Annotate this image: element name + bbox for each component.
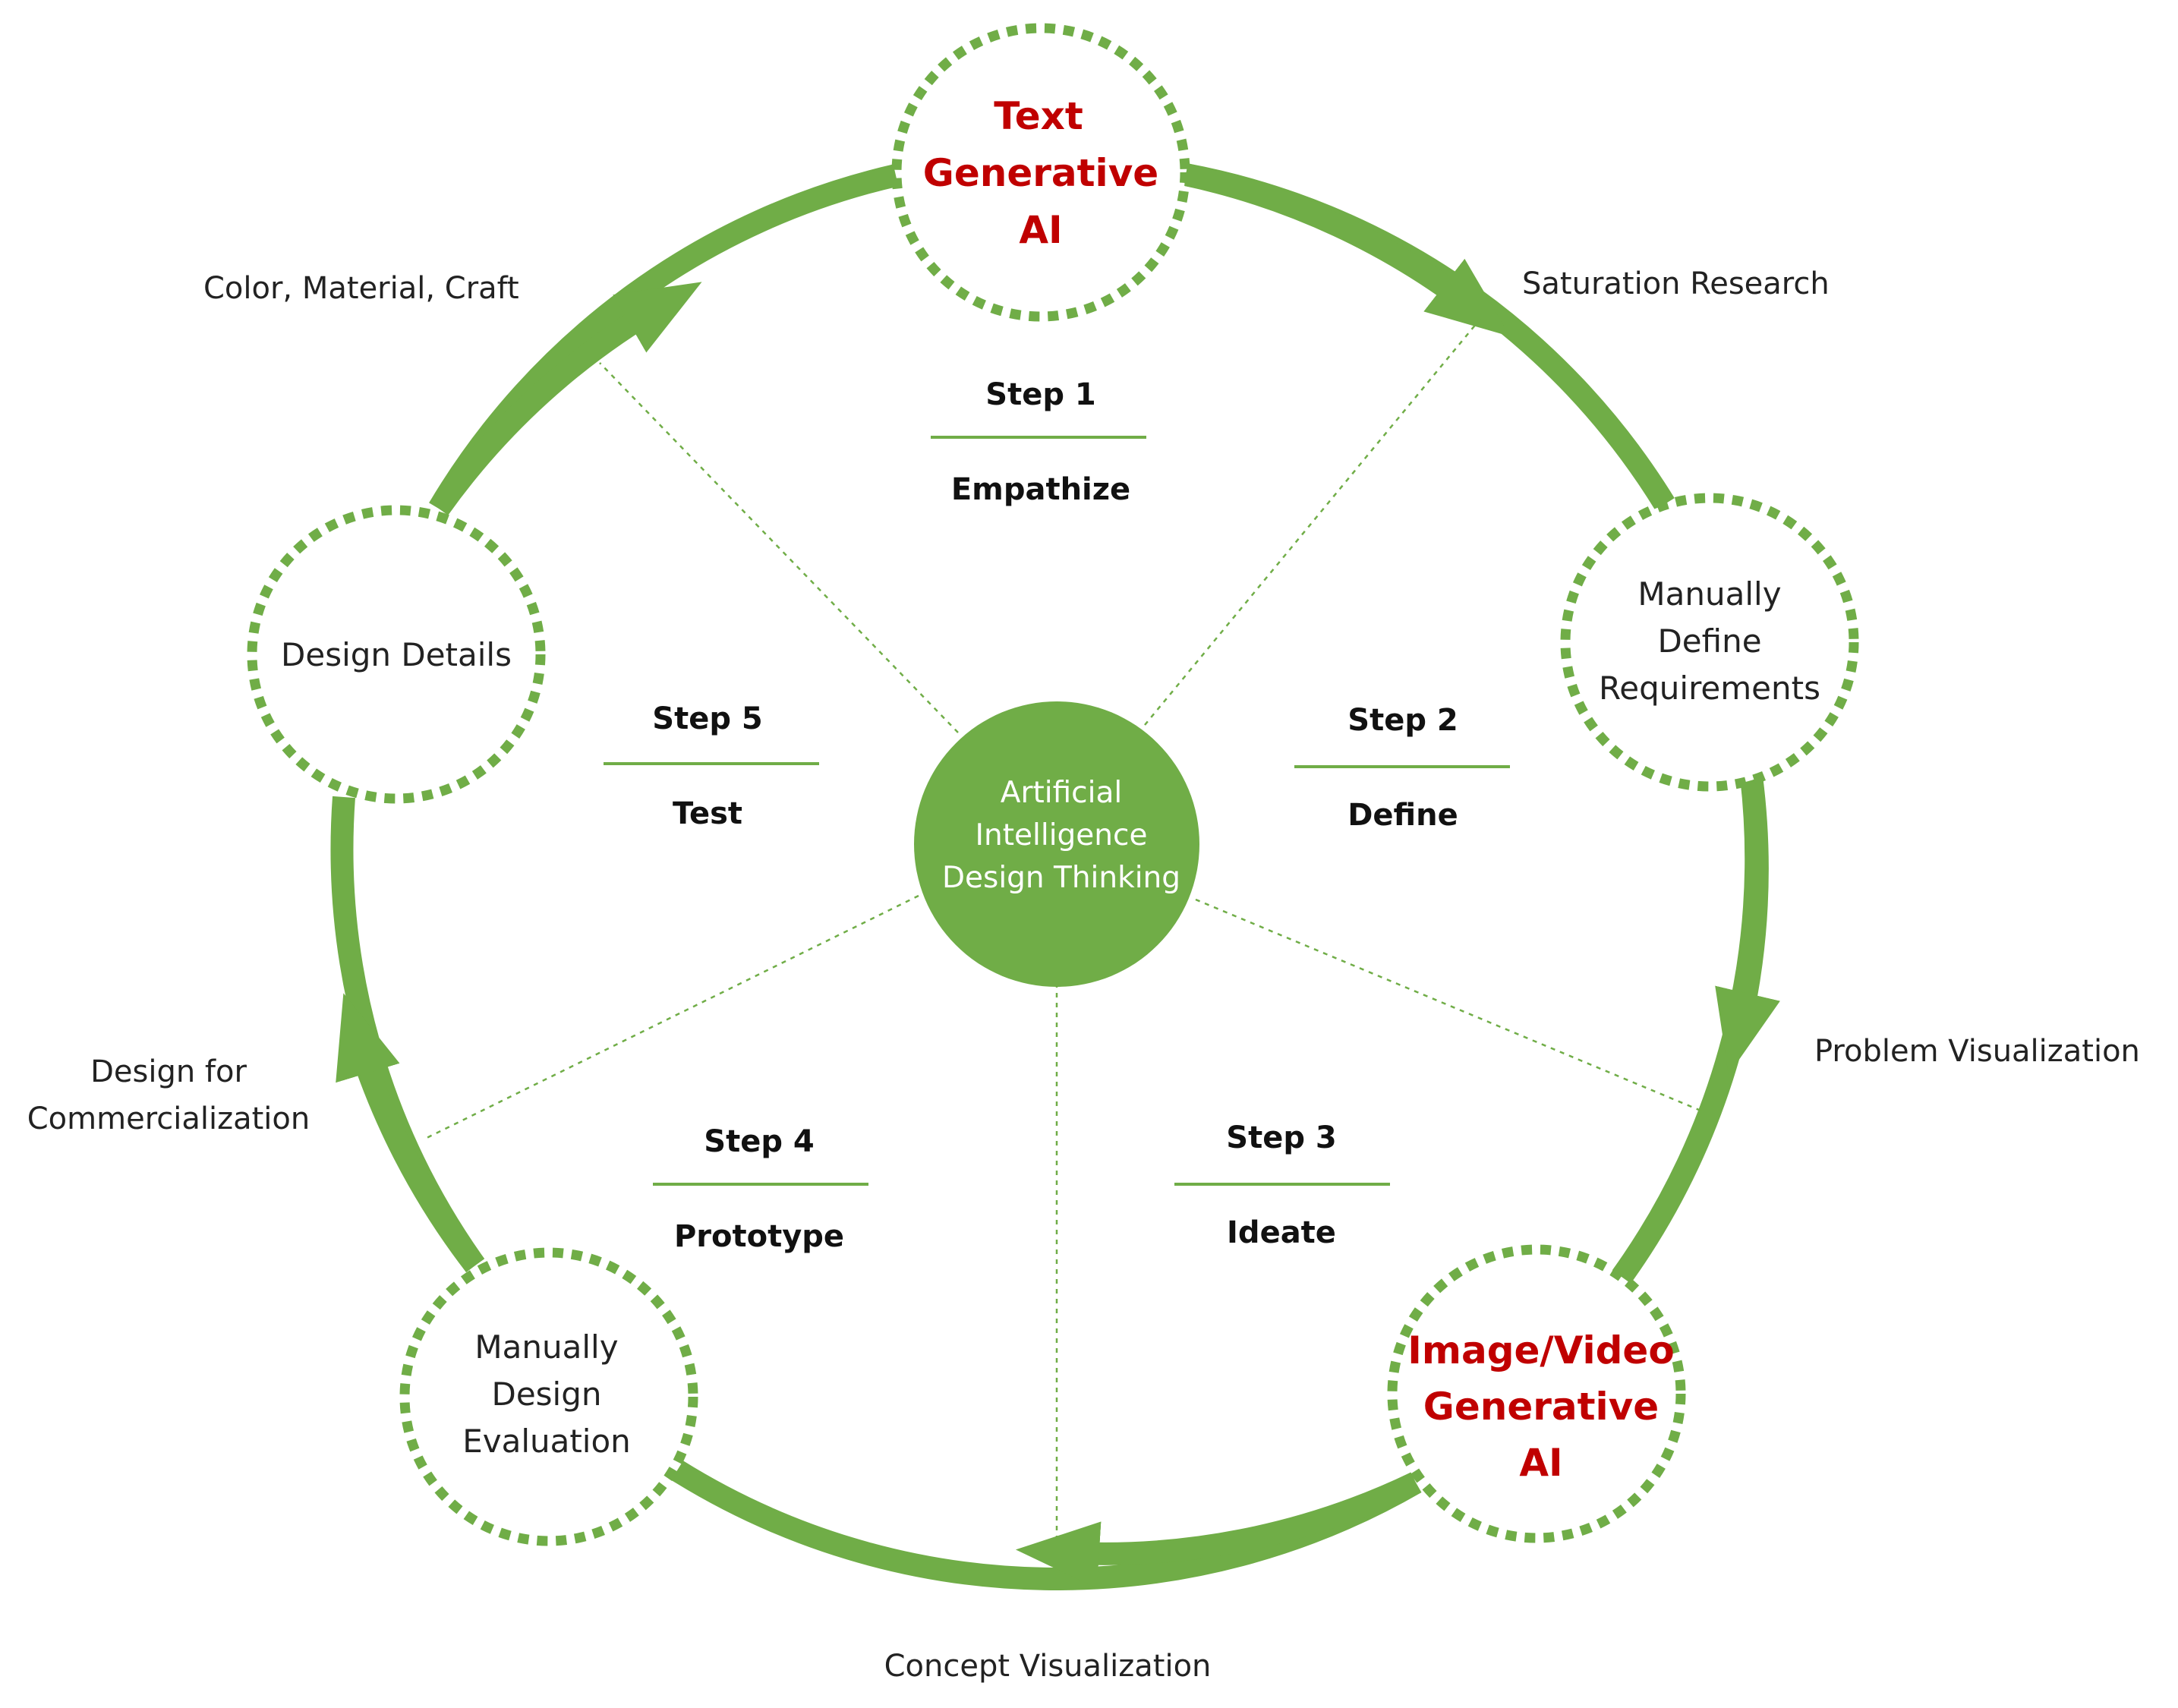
step-4-number: Step 4 (704, 1124, 814, 1159)
hub-line-1: Artificial (1001, 776, 1122, 810)
label-saturation-research: Saturation Research (1522, 266, 1830, 301)
spoke-top-right (1144, 318, 1481, 726)
step-1-name: Empathize (951, 472, 1130, 507)
node-manually-design-evaluation-label: Manually Design Evaluation (462, 1328, 631, 1460)
arc-evaluation-to-details (330, 796, 485, 1272)
node-text-gen-ai-label: Text Generative AI (923, 94, 1158, 252)
hub-line-2: Intelligence (976, 818, 1148, 852)
node-image-video-gen-ai-label: Image/Video Generative AI (1407, 1328, 1674, 1485)
node-image-ai-line-1: Image/Video (1407, 1328, 1674, 1372)
step-4-name: Prototype (674, 1219, 844, 1254)
node-define-line-2: Define (1657, 622, 1761, 660)
node-design-details-label: Design Details (281, 636, 512, 673)
arc-evaluation-to-details-arrow (336, 993, 484, 1273)
node-define-line-1: Manually (1637, 575, 1781, 613)
node-text-gen-ai-line-3: AI (1019, 208, 1062, 252)
node-text-gen-ai-circle (891, 23, 1190, 322)
node-image-ai-line-3: AI (1519, 1441, 1562, 1485)
node-text-gen-ai-line-2: Generative (923, 151, 1158, 195)
hub-circle (914, 701, 1199, 987)
arc-text-ai-to-define (1184, 163, 1675, 510)
step-3-number: Step 3 (1226, 1120, 1336, 1155)
arc-details-to-text-ai (429, 164, 899, 515)
node-image-video-gen-ai-circle (1387, 1244, 1686, 1543)
label-color-material-craft: Color, Material, Craft (203, 271, 519, 306)
cycle-arcs (330, 163, 1780, 1590)
spoke-right (1195, 898, 1705, 1114)
arc-define-to-image-ai-arrow (1715, 775, 1780, 1075)
arc-labels: Saturation Research Problem Visualizatio… (27, 266, 2140, 1684)
step-dividers (604, 436, 1510, 1186)
step-1-number: Step 1 (985, 377, 1095, 412)
node-evaluation-line-1: Manually (474, 1328, 618, 1366)
spoke-top-left (599, 362, 959, 733)
node-design-details-line-1: Design Details (281, 636, 512, 673)
node-manually-define-requirements-circle (1560, 493, 1859, 792)
step-5-name: Test (673, 796, 742, 831)
node-image-ai-line-2: Generative (1423, 1385, 1659, 1429)
arc-text-ai-to-define-arrow (1183, 163, 1511, 337)
step-2-name: Define (1347, 798, 1458, 833)
spoke-left (424, 894, 919, 1140)
node-manually-design-evaluation-circle (399, 1247, 698, 1546)
hub-line-3: Design Thinking (942, 861, 1180, 895)
step-2-number: Step 2 (1347, 703, 1458, 738)
node-manually-define-requirements-label: Manually Define Requirements (1599, 575, 1820, 707)
node-define-line-3: Requirements (1599, 670, 1820, 707)
label-design-for-line-2: Commercialization (27, 1101, 310, 1136)
step-labels: Step 1 Empathize Step 2 Define Step 3 Id… (652, 377, 1458, 1254)
node-evaluation-line-2: Design (491, 1376, 601, 1413)
hub-label: Artificial Intelligence Design Thinking (942, 776, 1180, 895)
node-circles (247, 23, 1859, 1546)
step-3-name: Ideate (1227, 1215, 1336, 1250)
node-design-details-circle (247, 505, 546, 804)
arc-details-to-text-ai-arrow (429, 282, 702, 515)
label-concept-visualization: Concept Visualization (884, 1649, 1212, 1684)
spoke-lines (424, 318, 1705, 1541)
node-evaluation-line-3: Evaluation (462, 1423, 631, 1460)
arc-image-ai-to-evaluation-arrow (1015, 1472, 1421, 1589)
label-problem-visualization: Problem Visualization (1814, 1034, 2140, 1069)
label-design-for-line-1: Design for (90, 1054, 247, 1089)
node-text-gen-ai-line-1: Text (994, 94, 1083, 138)
step-5-number: Step 5 (652, 701, 762, 736)
